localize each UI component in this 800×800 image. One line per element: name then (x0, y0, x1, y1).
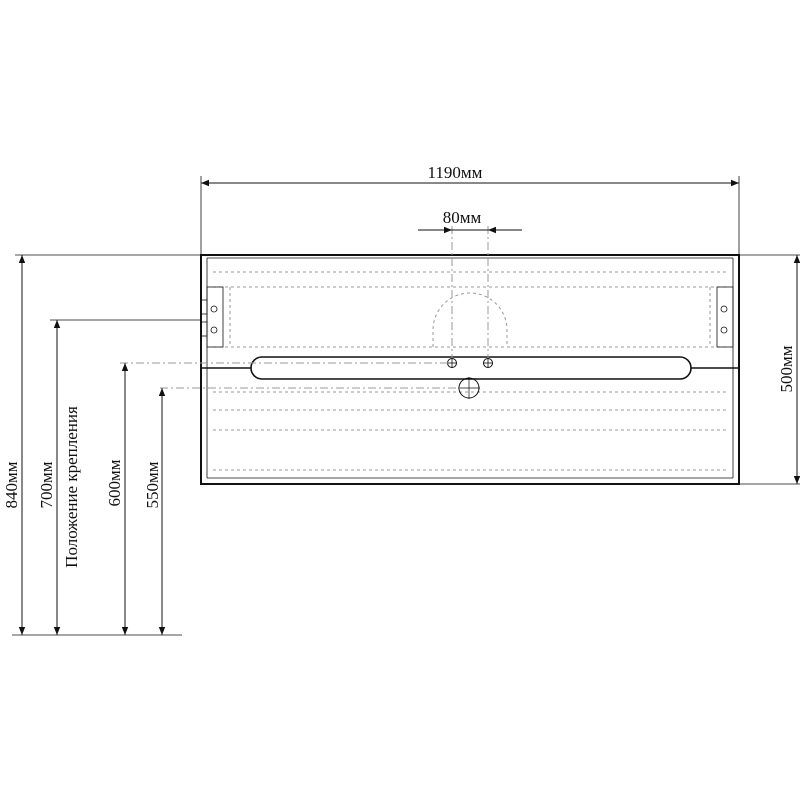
lower-drawer-hidden-lines (213, 391, 727, 471)
bracket-hole (720, 305, 728, 313)
handle-outline (250, 356, 692, 380)
bracket-tab (200, 299, 208, 315)
label-700: 700мм (37, 461, 56, 508)
dimension-840: 840мм (2, 254, 201, 635)
width-dimension: 1190мм (200, 163, 740, 255)
width-label: 1190мм (428, 163, 483, 182)
bracket-hole (210, 305, 218, 313)
right-bracket (716, 286, 734, 348)
dimension-600: 600мм (105, 363, 129, 635)
bracket-tab (200, 321, 208, 337)
spacing-label: 80мм (443, 208, 482, 227)
drawer-handle (201, 356, 739, 380)
upper-drawer-hidden-lines (213, 271, 727, 348)
dimension-550: 550мм (143, 388, 166, 635)
bracket-hole (210, 326, 218, 334)
cabinet-body (200, 254, 740, 485)
height-dimension: 500мм (739, 254, 800, 485)
label-600: 600мм (105, 459, 124, 506)
cabinet-outline (200, 254, 740, 485)
label-550: 550мм (143, 461, 162, 508)
left-bracket-plate (206, 286, 224, 348)
spacing-dimension: 80мм (418, 208, 522, 234)
height-label: 500мм (777, 345, 796, 392)
bracket-hole (720, 326, 728, 334)
label-840: 840мм (2, 461, 21, 508)
right-bracket-plate (716, 286, 734, 348)
left-bracket (200, 286, 224, 348)
mount-position-label: Положение крепления (62, 406, 81, 568)
dimension-700: 700мм Положение крепления (37, 319, 201, 635)
siphon-cutout-arch (432, 292, 508, 347)
